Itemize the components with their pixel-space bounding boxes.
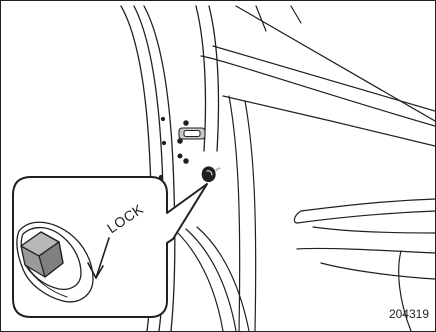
door-panel (229, 96, 435, 331)
door-window-frame (201, 6, 435, 146)
door-sill (176, 227, 249, 331)
door-striker (159, 117, 205, 178)
figure-number: 204319 (389, 307, 429, 321)
